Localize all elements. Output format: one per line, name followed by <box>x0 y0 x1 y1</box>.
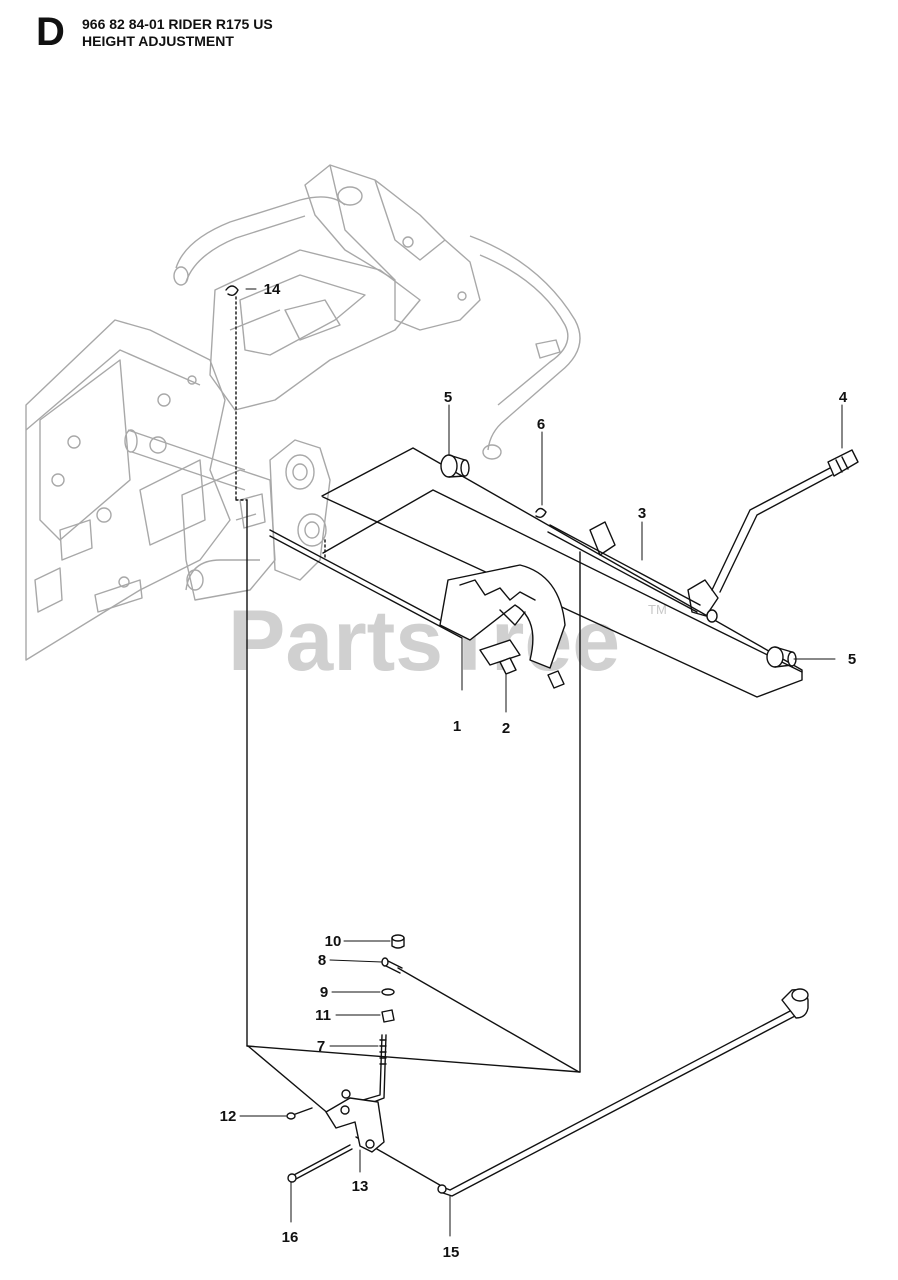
part-14-clip <box>225 285 239 297</box>
callout-5-left: 5 <box>444 389 452 406</box>
parts-line-art <box>225 285 859 1237</box>
callout-4: 4 <box>839 389 848 406</box>
callout-15: 15 <box>443 1244 460 1261</box>
callout-14: 14 <box>264 281 281 298</box>
callout-13: 13 <box>352 1178 369 1195</box>
callout-labels: 1 2 3 4 5 5 6 7 8 9 10 11 12 13 14 15 16 <box>220 281 857 1261</box>
section-letter: D <box>36 10 65 54</box>
callout-2: 2 <box>502 720 510 737</box>
rider-frame-illustration <box>25 164 581 661</box>
callout-6: 6 <box>537 416 545 433</box>
callout-7: 7 <box>317 1038 325 1055</box>
callout-5-right: 5 <box>848 651 856 668</box>
part-5-bushing-left <box>440 454 470 478</box>
diagram-title: HEIGHT ADJUSTMENT <box>82 33 234 49</box>
callout-11: 11 <box>315 1007 331 1024</box>
callout-9: 9 <box>320 984 328 1001</box>
part-8-pin <box>381 957 403 974</box>
callout-1: 1 <box>453 718 461 735</box>
part-3-lever-shaft <box>547 521 719 623</box>
callout-8: 8 <box>318 952 326 969</box>
part-16-clevis-pin <box>287 1144 353 1183</box>
part-10-cap <box>391 934 405 949</box>
part-1-rod <box>269 529 463 639</box>
part-12-cotter-pin <box>286 1107 313 1120</box>
callout-leader-lines <box>239 288 843 1237</box>
callout-3: 3 <box>638 505 646 522</box>
part-15-link-rod <box>437 988 809 1197</box>
callout-10: 10 <box>325 933 342 950</box>
callout-12: 12 <box>220 1108 237 1125</box>
part-2-bolts <box>499 657 565 689</box>
model-number: 966 82 84-01 RIDER R175 US <box>82 16 273 32</box>
watermark-trademark: TM <box>648 602 667 617</box>
part-4-lever-handle <box>711 449 859 593</box>
diagram-header: D 966 82 84-01 RIDER R175 US HEIGHT ADJU… <box>0 0 898 60</box>
part-6-clip <box>535 507 547 519</box>
part-1-segment-plate <box>439 564 566 669</box>
part-13-bracket <box>325 1089 385 1153</box>
part-9-washer <box>381 988 395 996</box>
part-5-bushing-right <box>766 646 797 668</box>
callout-16: 16 <box>282 1229 299 1246</box>
part-11-nut <box>381 1009 395 1023</box>
